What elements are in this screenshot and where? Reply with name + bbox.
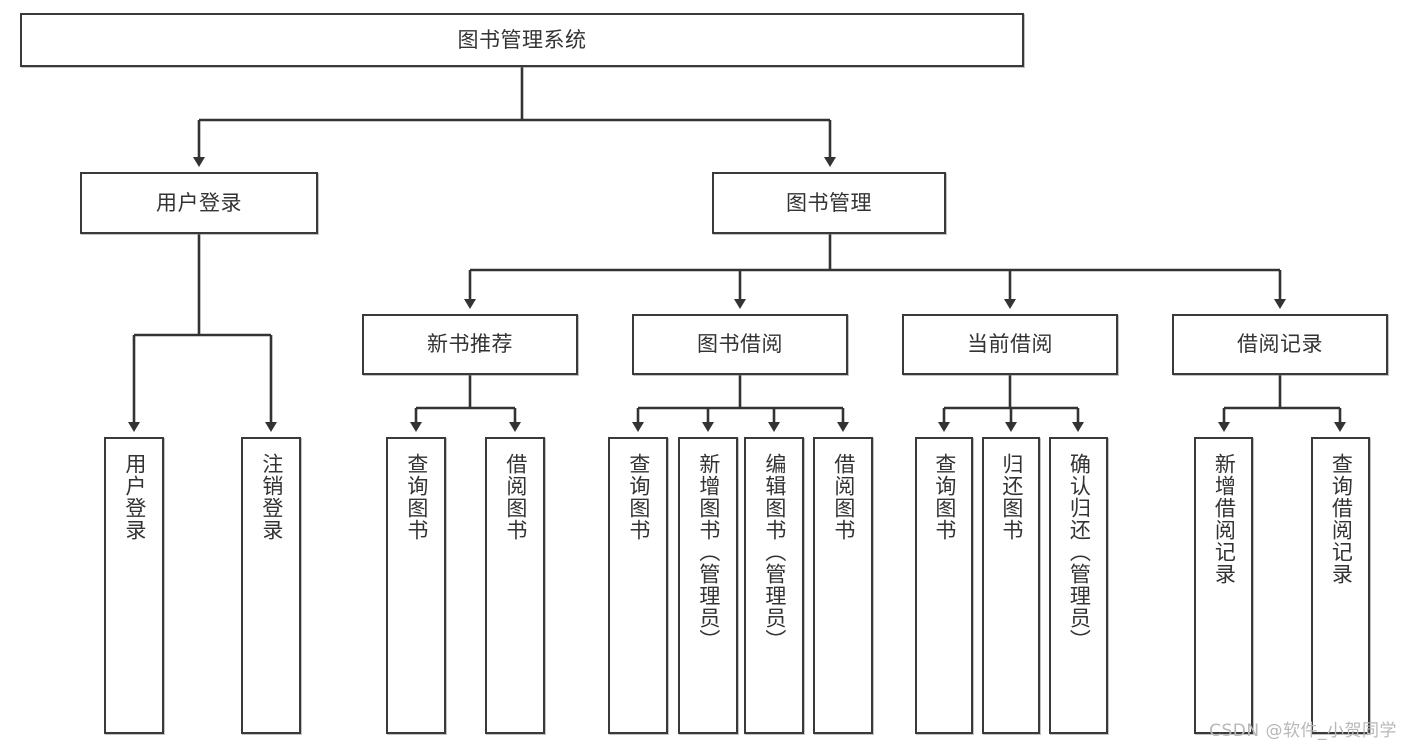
node-root-label: 图书管理系统 bbox=[457, 27, 587, 52]
node-book-manage[interactable]: 图书管理 bbox=[712, 172, 946, 234]
leaf-return-book[interactable]: 归还图书 bbox=[982, 437, 1040, 734]
leaf-user-logout[interactable]: 注销登录 bbox=[241, 437, 301, 734]
leaf-add-book-admin-label: 新增图书（管理员） bbox=[696, 453, 721, 651]
leaf-query-book-borrow-label: 查询图书 bbox=[626, 453, 651, 541]
node-current-borrow-label: 当前借阅 bbox=[967, 332, 1053, 357]
leaf-query-book-current-label: 查询图书 bbox=[932, 453, 957, 541]
leaf-return-book-label: 归还图书 bbox=[999, 453, 1024, 541]
leaf-query-book-newbook-label: 查询图书 bbox=[404, 453, 429, 541]
node-borrow-record[interactable]: 借阅记录 bbox=[1172, 314, 1388, 375]
leaf-borrow-book-newbook-label: 借阅图书 bbox=[503, 453, 528, 541]
leaf-add-book-admin[interactable]: 新增图书（管理员） bbox=[678, 437, 738, 734]
leaf-borrow-book-borrow[interactable]: 借阅图书 bbox=[813, 437, 873, 734]
node-current-borrow[interactable]: 当前借阅 bbox=[902, 314, 1118, 375]
leaf-borrow-book-borrow-label: 借阅图书 bbox=[831, 453, 856, 541]
leaf-user-logout-label: 注销登录 bbox=[259, 453, 284, 541]
leaf-add-borrow-record[interactable]: 新增借阅记录 bbox=[1194, 437, 1253, 734]
leaf-user-login-label: 用户登录 bbox=[122, 453, 147, 541]
node-book-manage-label: 图书管理 bbox=[786, 190, 872, 215]
leaf-confirm-return-admin[interactable]: 确认归还（管理员） bbox=[1049, 437, 1108, 734]
node-new-book-recommend-label: 新书推荐 bbox=[427, 332, 513, 357]
watermark: CSDN @软件_小贺同学 bbox=[1209, 721, 1397, 741]
leaf-user-login[interactable]: 用户登录 bbox=[104, 437, 164, 734]
leaf-borrow-book-newbook[interactable]: 借阅图书 bbox=[485, 437, 545, 734]
leaf-add-borrow-record-label: 新增借阅记录 bbox=[1212, 453, 1237, 585]
leaf-query-borrow-record-label: 查询借阅记录 bbox=[1329, 453, 1354, 585]
leaf-query-book-newbook[interactable]: 查询图书 bbox=[386, 437, 446, 734]
leaf-edit-book-admin-label: 编辑图书（管理员） bbox=[762, 453, 787, 651]
leaf-query-borrow-record[interactable]: 查询借阅记录 bbox=[1311, 437, 1370, 734]
leaf-query-book-current[interactable]: 查询图书 bbox=[915, 437, 973, 734]
node-book-borrow-label: 图书借阅 bbox=[697, 332, 783, 357]
leaf-edit-book-admin[interactable]: 编辑图书（管理员） bbox=[744, 437, 804, 734]
node-root[interactable]: 图书管理系统 bbox=[20, 13, 1024, 67]
node-user-login-label: 用户登录 bbox=[156, 190, 242, 215]
node-book-borrow[interactable]: 图书借阅 bbox=[632, 314, 848, 375]
node-new-book-recommend[interactable]: 新书推荐 bbox=[362, 314, 578, 375]
node-borrow-record-label: 借阅记录 bbox=[1237, 332, 1323, 357]
node-user-login[interactable]: 用户登录 bbox=[80, 172, 318, 234]
leaf-confirm-return-admin-label: 确认归还（管理员） bbox=[1067, 453, 1092, 651]
leaf-query-book-borrow[interactable]: 查询图书 bbox=[608, 437, 668, 734]
